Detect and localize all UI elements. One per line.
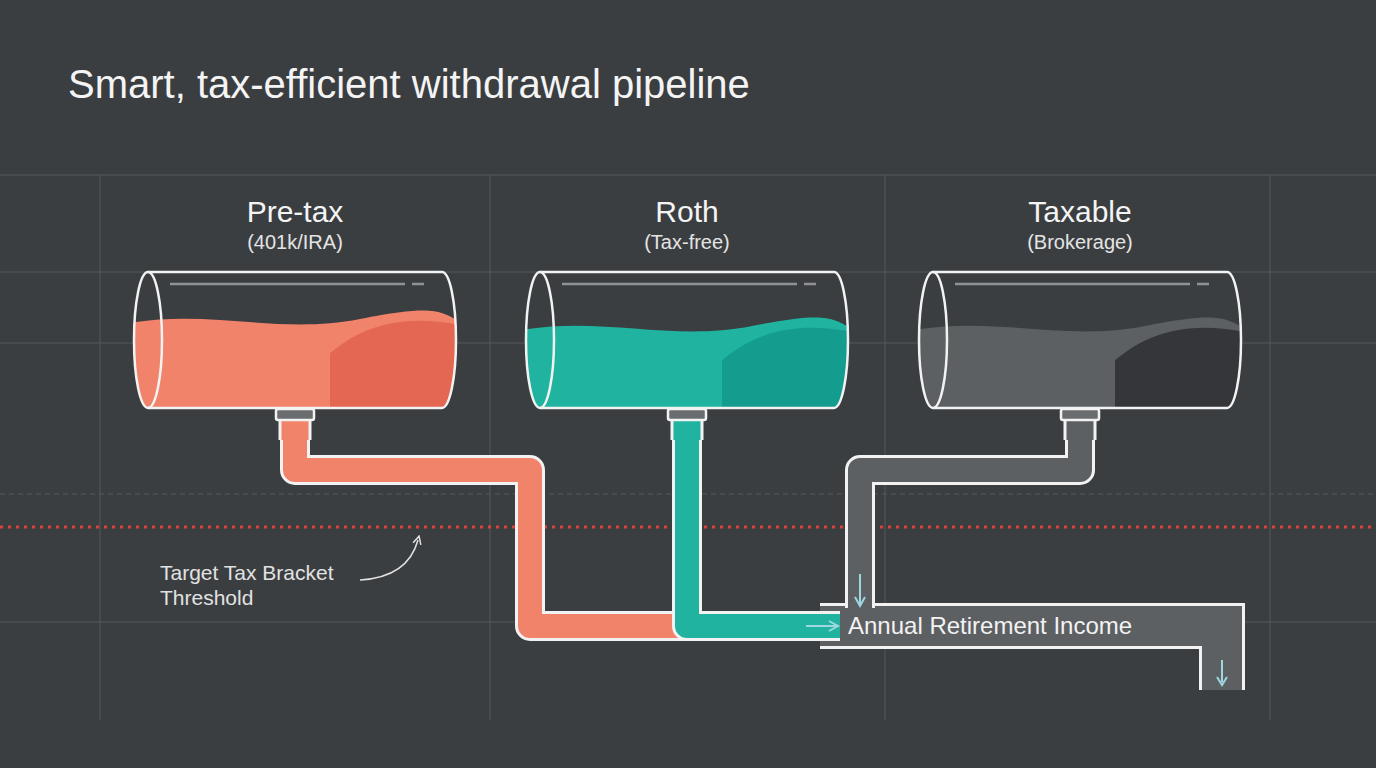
pipe-connector — [295, 440, 840, 626]
account-tank: Pre-tax(401k/IRA) — [130, 190, 460, 440]
account-tank: Taxable(Brokerage) — [915, 190, 1245, 440]
tank-cylinder — [522, 270, 852, 440]
pipe-connector — [687, 440, 840, 626]
grid-lines — [0, 175, 1376, 720]
account-type: (Tax-free) — [522, 230, 852, 254]
account-name: Roth — [522, 194, 852, 230]
threshold-label: Target Tax Bracket Threshold — [160, 560, 360, 610]
leader-line — [360, 540, 418, 580]
account-name: Pre-tax — [130, 194, 460, 230]
diagram-title: Smart, tax-efficient withdrawal pipeline — [68, 62, 750, 107]
tank-cylinder — [915, 270, 1245, 440]
account-type: (Brokerage) — [915, 230, 1245, 254]
outlet-label: Annual Retirement Income — [848, 612, 1132, 640]
income-outlet: Annual Retirement Income — [840, 608, 1141, 644]
account-tank: Roth(Tax-free) — [522, 190, 852, 440]
tank-cylinder — [130, 270, 460, 440]
account-type: (401k/IRA) — [130, 230, 460, 254]
account-name: Taxable — [915, 194, 1245, 230]
pipe-connector — [860, 440, 1080, 608]
